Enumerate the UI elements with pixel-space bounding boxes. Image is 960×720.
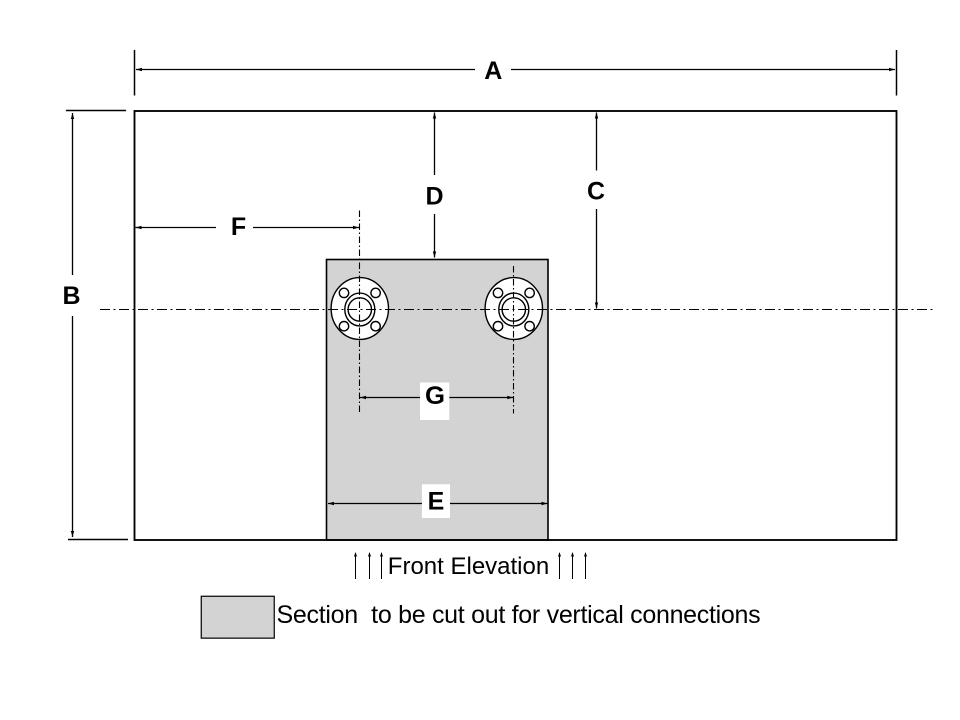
svg-text:A: A [484,57,502,85]
svg-text:G: G [425,382,445,410]
svg-text:D: D [425,183,443,211]
svg-text:Section to be cut out for ver: Section to be cut out for vertical conne… [277,601,761,629]
svg-text:B: B [62,282,80,310]
svg-text:Front Elevation: Front Elevation [388,553,549,580]
svg-text:F: F [231,213,246,241]
svg-text:E: E [428,487,445,515]
svg-text:C: C [587,178,605,206]
